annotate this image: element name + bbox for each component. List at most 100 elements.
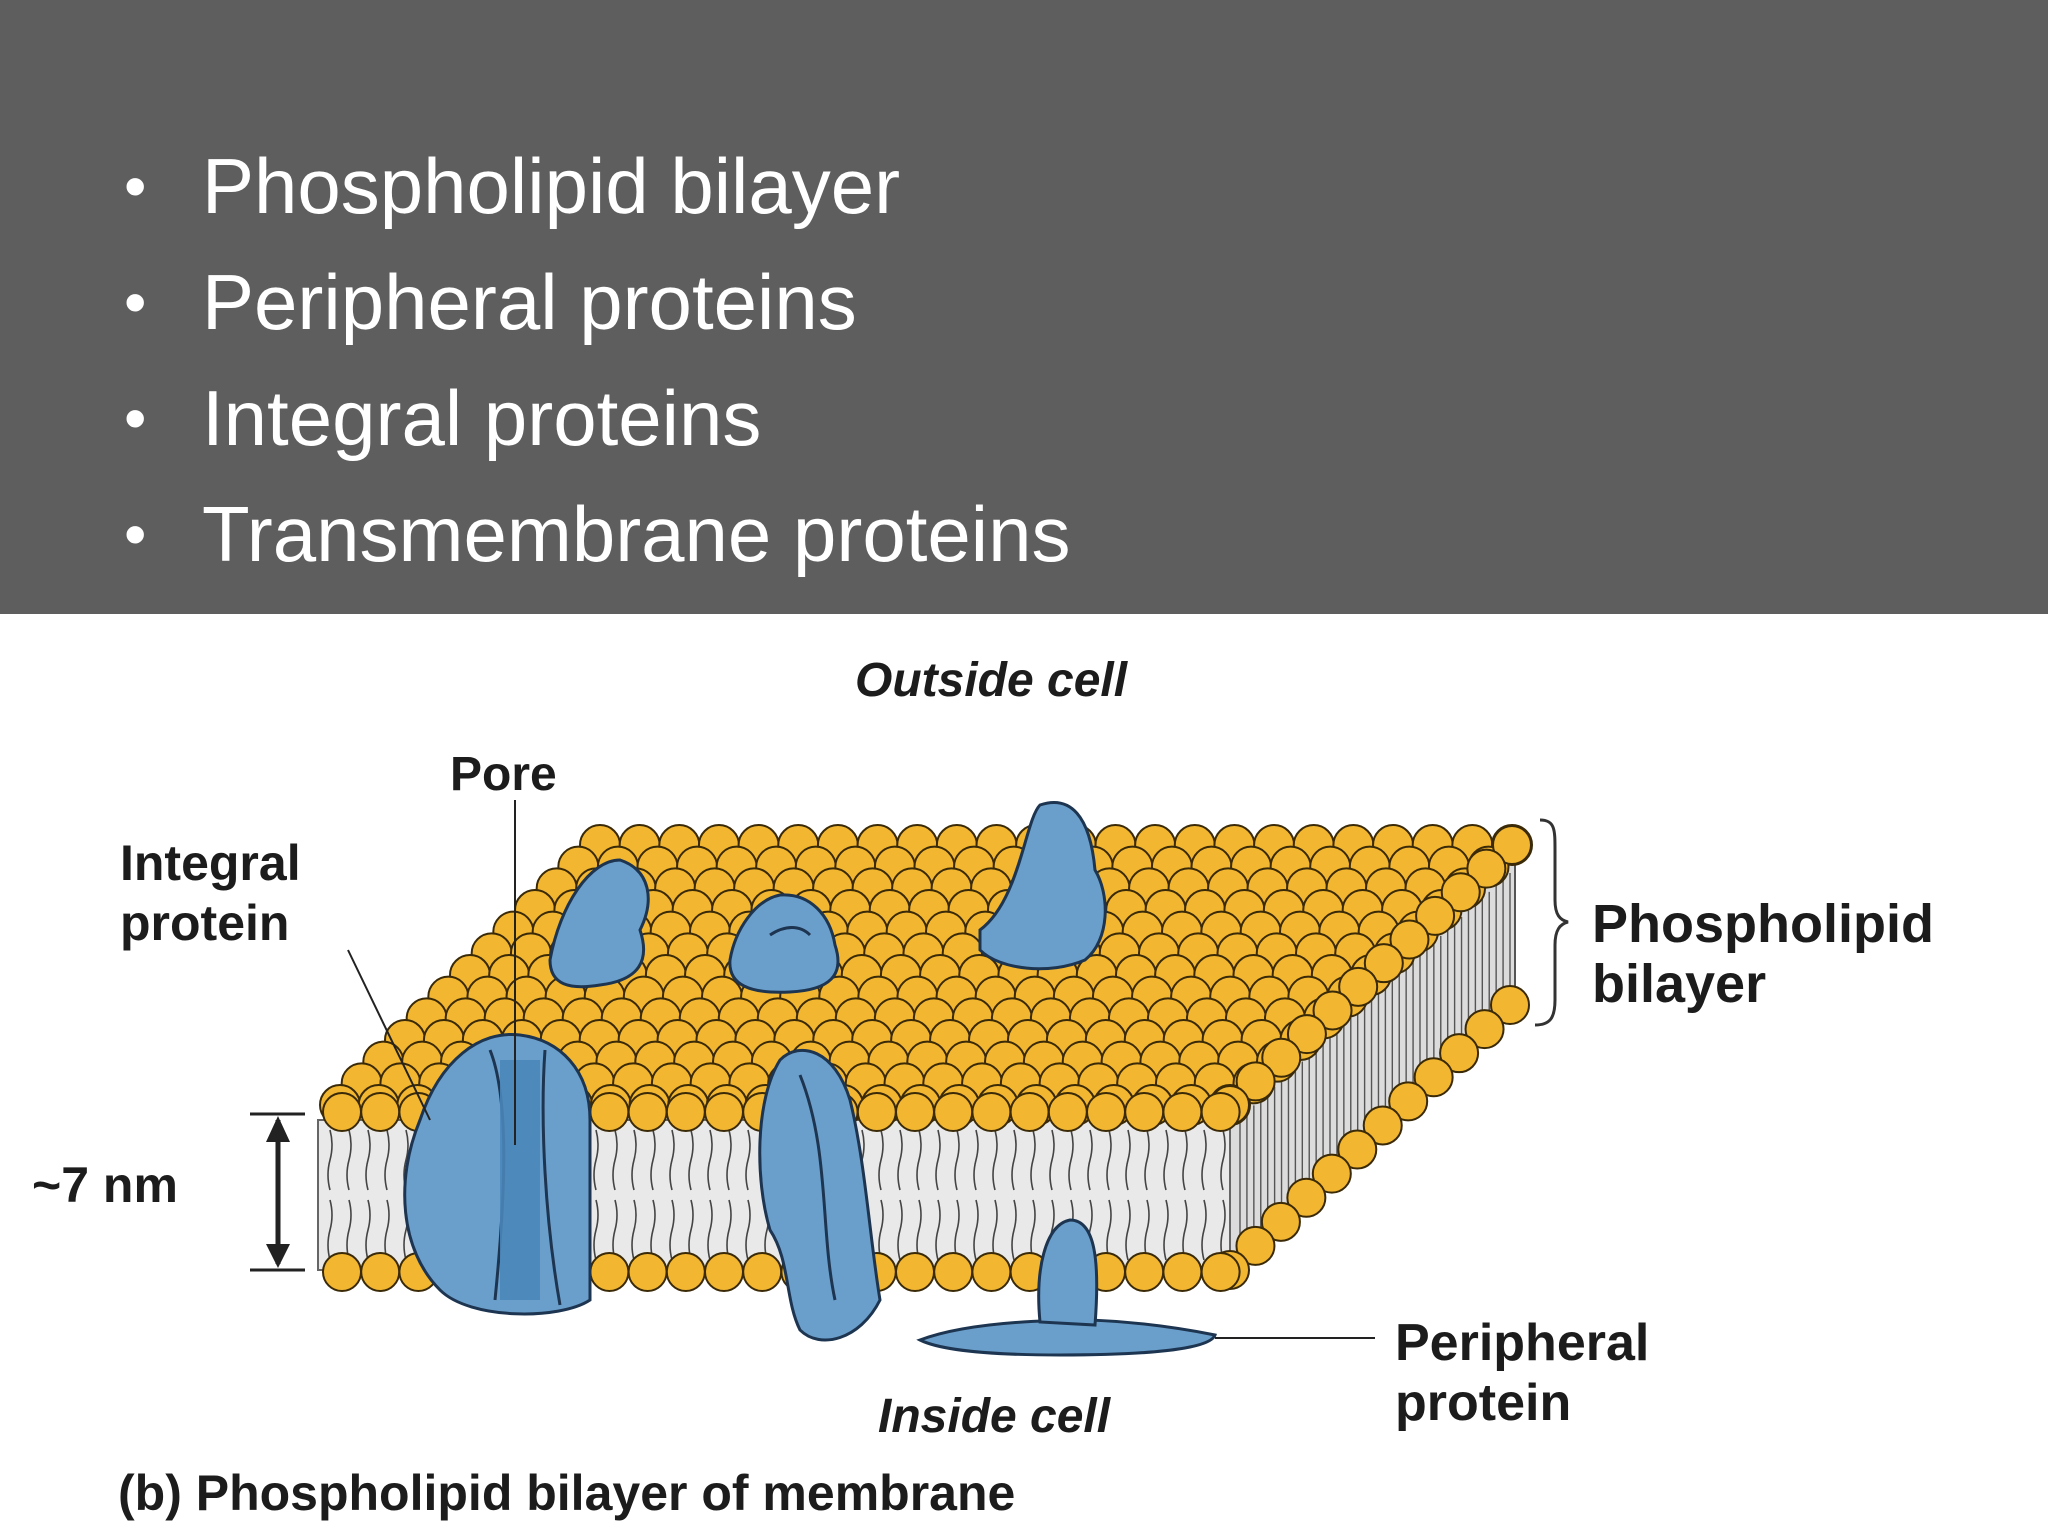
lipid-tail [1201, 1129, 1207, 1261]
lipid-tail [935, 1129, 941, 1261]
lipid-tail [365, 1129, 371, 1261]
top-protein-left [548, 858, 650, 989]
peripheral-label-line1: Peripheral [1395, 1314, 1649, 1372]
lipid-head [1235, 1225, 1276, 1266]
lipid-tail [973, 1129, 979, 1261]
lipid-tail [992, 1129, 998, 1261]
lipid-head [704, 1092, 744, 1132]
lipid-tail [346, 1129, 352, 1261]
pore-label: Pore [450, 748, 557, 801]
lipid-tail [384, 1129, 390, 1261]
lipid-head [1464, 1009, 1505, 1050]
lipid-head [971, 1252, 1012, 1292]
lipid-tail [954, 1129, 960, 1261]
lipid-tail [327, 1129, 333, 1261]
bullet-text: Peripheral proteins [202, 258, 857, 346]
lipid-head [1413, 1057, 1454, 1098]
lipid-tail [745, 1129, 751, 1261]
lipid-head [1162, 1252, 1203, 1292]
lipid-tail [1125, 1129, 1131, 1261]
lipid-head [322, 1092, 362, 1132]
lipid-tail [1144, 1129, 1150, 1261]
bullet-list: •Phospholipid bilayer •Peripheral protei… [120, 128, 1070, 592]
lipid-head [665, 1252, 706, 1292]
lipid-tail [1106, 1129, 1112, 1261]
lipid-tail [1163, 1129, 1169, 1261]
lipid-head [1286, 1177, 1327, 1218]
lipid-head [895, 1092, 935, 1132]
lipid-head [1200, 1092, 1241, 1132]
lipid-head [360, 1092, 401, 1132]
lipid-head [742, 1252, 783, 1292]
thickness-arrow-up-icon [266, 1116, 290, 1142]
bullet-text: Transmembrane proteins [202, 490, 1071, 578]
bullet-dot-icon: • [124, 498, 147, 570]
lipid-head [665, 1092, 706, 1132]
lipid-head [360, 1252, 401, 1292]
bilayer-label-line2: bilayer [1592, 954, 1766, 1014]
bullet-item: •Peripheral proteins [120, 244, 1070, 360]
lipid-head [1440, 872, 1481, 913]
lipid-head [1200, 1252, 1241, 1292]
lipid-head [322, 1252, 362, 1292]
lipid-head [933, 1092, 974, 1132]
lipid-head [1490, 985, 1530, 1025]
top-protein-right [978, 801, 1107, 971]
outside-cell-label: Outside cell [855, 654, 1129, 707]
lipid-head [1162, 1092, 1203, 1132]
bilayer-label-line1: Phospholipid [1592, 894, 1934, 954]
bullet-text: Integral proteins [202, 374, 762, 462]
lipid-head [1338, 966, 1379, 1007]
lipid-head [1362, 1105, 1403, 1146]
lipid-tail [593, 1129, 599, 1261]
lipid-tail [916, 1129, 922, 1261]
lipid-head [589, 1092, 630, 1132]
lipid-tail [878, 1129, 884, 1261]
lipid-head [627, 1252, 668, 1292]
lipid-head [1337, 1129, 1378, 1170]
side-tails [1239, 873, 1511, 1250]
lipid-tail [1030, 1129, 1036, 1261]
lipid-head [1260, 1201, 1301, 1242]
lipid-head [1047, 1092, 1088, 1132]
thickness-label: ~7 nm [32, 1157, 178, 1213]
lipid-head [1415, 895, 1456, 936]
lipid-tail [897, 1129, 903, 1261]
lipid-tail [1011, 1129, 1017, 1261]
integral-label-line2: protein [120, 895, 289, 951]
lipid-head [704, 1252, 744, 1292]
lipid-tail [612, 1129, 618, 1261]
lipid-tail [1220, 1129, 1226, 1261]
lipid-head [1363, 943, 1404, 984]
lipid-head [1389, 919, 1430, 960]
lipid-head [1086, 1092, 1126, 1132]
lipid-tail [631, 1129, 637, 1261]
lipid-head [1466, 848, 1507, 889]
integral-label-line1: Integral [120, 835, 301, 891]
lipid-head [1124, 1092, 1165, 1132]
bullet-item: • Phospholipid bilayer [120, 128, 1070, 244]
bullet-text: Phospholipid bilayer [202, 142, 901, 230]
bullet-item: • Transmembrane proteins [120, 476, 1070, 592]
bullet-dot-icon: • [124, 382, 147, 454]
slide-header: •Phospholipid bilayer •Peripheral protei… [0, 0, 2048, 614]
lipid-head [856, 1092, 897, 1132]
lipid-tail [707, 1129, 713, 1261]
lipid-head [971, 1092, 1012, 1132]
membrane-diagram: Outside cell Pore Integral protein Phosp… [32, 654, 1934, 1521]
integral-leader-line [347, 949, 431, 1121]
lipid-head [1261, 1037, 1302, 1078]
bilayer-bracket-icon [1534, 818, 1569, 1027]
peripheral-protein [916, 1218, 1217, 1357]
lipid-head [589, 1252, 630, 1292]
side-heads [1210, 825, 1532, 1290]
transmembrane-protein [758, 1049, 882, 1342]
integral-protein-with-pore [403, 1032, 592, 1316]
lipid-head [627, 1092, 668, 1132]
thickness-arrow-down-icon [266, 1244, 290, 1268]
top-protein-middle [728, 893, 840, 994]
lipid-head [1311, 1153, 1352, 1194]
lipid-tail [688, 1129, 694, 1261]
peripheral-label-line2: protein [1395, 1374, 1571, 1432]
bullet-dot-icon: • [124, 150, 147, 222]
